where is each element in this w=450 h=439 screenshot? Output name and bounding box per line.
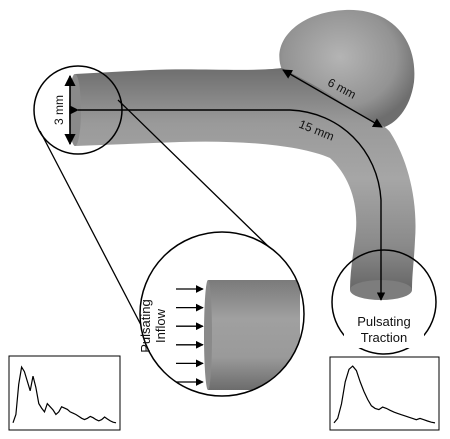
inflow-zoom-content — [140, 232, 304, 396]
outlet-label-bg — [344, 308, 424, 348]
inflow-waveform-frame — [8, 355, 121, 431]
outlet-magnifier — [331, 249, 437, 355]
outlet-label-line2: Traction — [361, 330, 407, 345]
inflow-label-line1: Pulsating — [138, 299, 153, 352]
diameter-label: 3 mm — [52, 95, 66, 125]
neck-arrow — [282, 69, 383, 128]
inflow-waveform — [12, 365, 117, 424]
inflow-zoom-circle — [139, 231, 305, 397]
outlet-waveform-frame — [329, 356, 440, 431]
inflow-arrows — [176, 285, 204, 386]
inflow-label-line2: Inflow — [153, 308, 168, 343]
outlet-label-line1: Pulsating — [357, 314, 410, 329]
outlet-waveform — [333, 365, 436, 424]
